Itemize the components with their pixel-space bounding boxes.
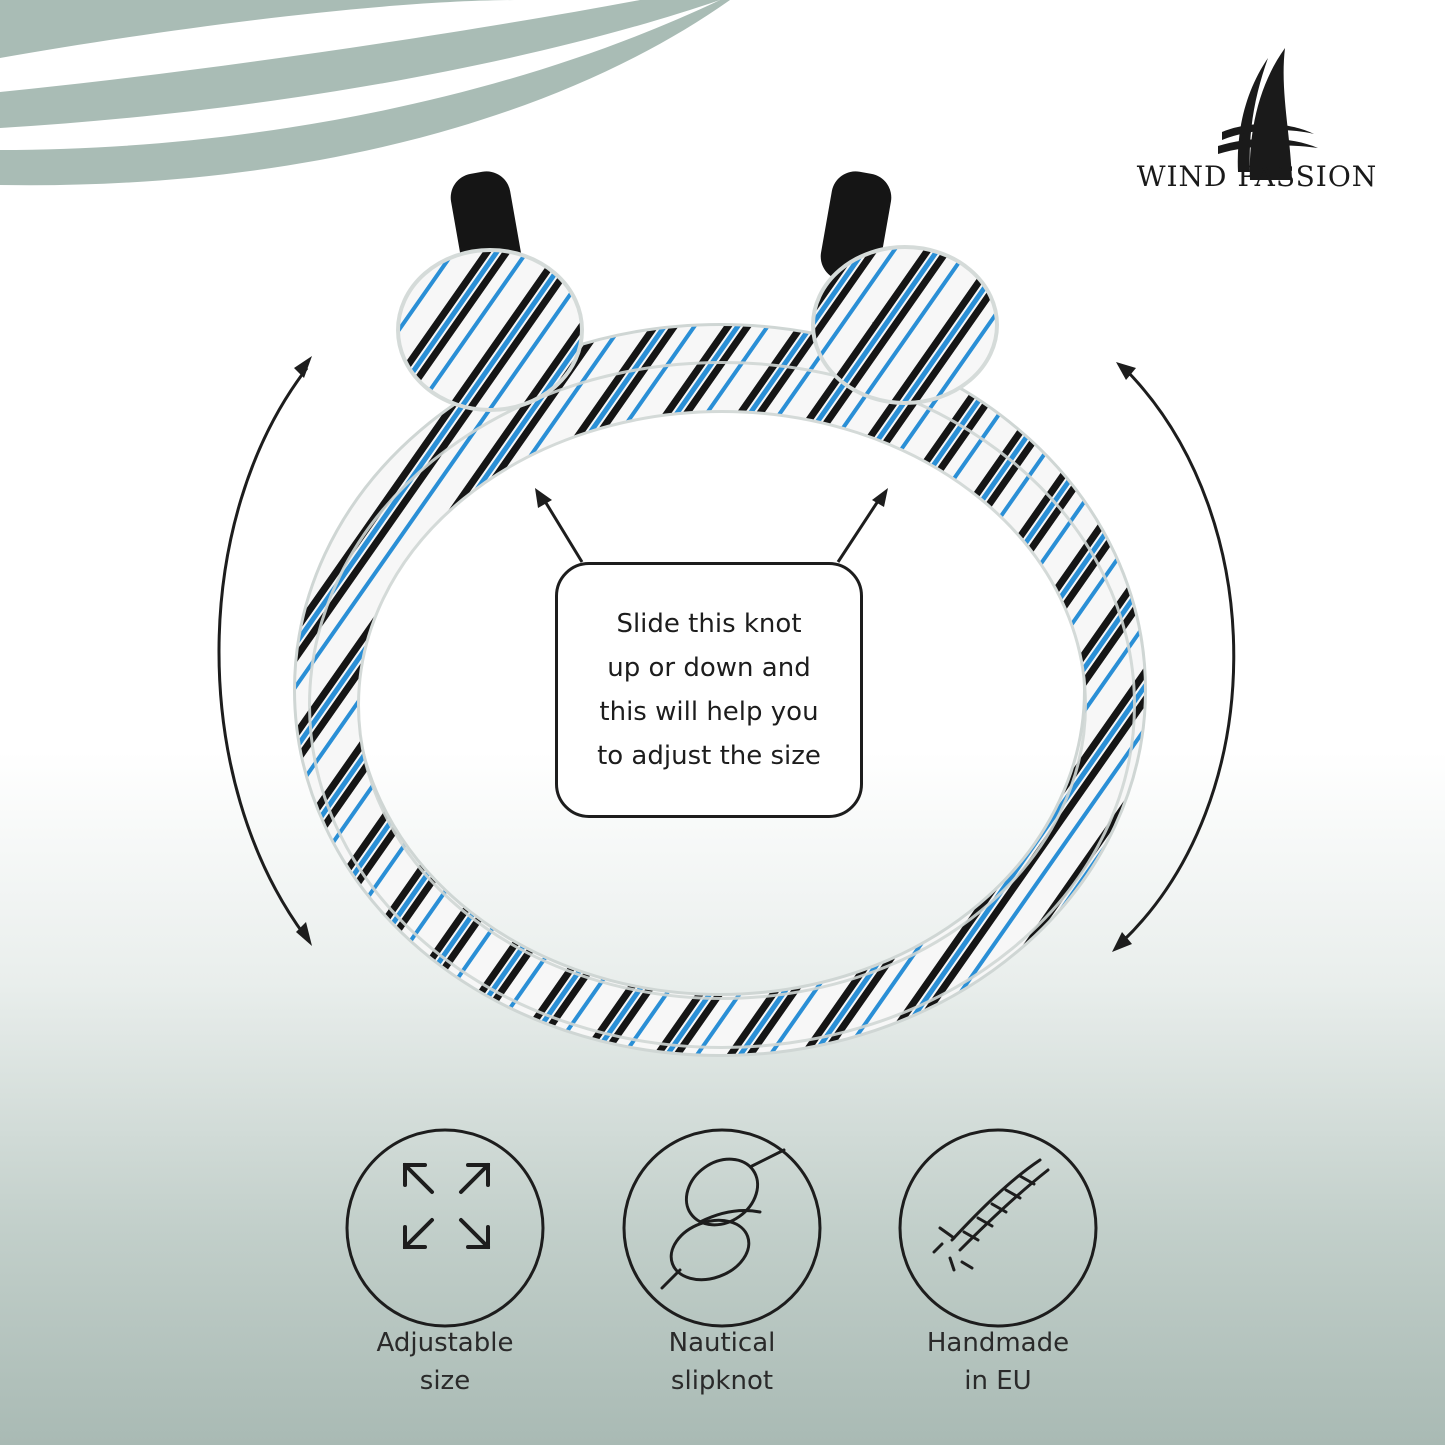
brand-name: WIND PASSION xyxy=(1136,160,1378,193)
expand-arrows-icon xyxy=(403,1163,490,1249)
feature-circle xyxy=(345,1128,545,1328)
feature-handmade-eu: Handmade in EU xyxy=(926,1328,1070,1396)
feature-nautical-slipknot: Nautical slipknot xyxy=(668,1328,776,1396)
callout-line: up or down and xyxy=(607,653,811,683)
callout-line: to adjust the size xyxy=(597,741,821,771)
callout-line: this will help you xyxy=(599,697,819,727)
callout-line: Slide this knot xyxy=(616,609,802,639)
feature-circle xyxy=(622,1128,822,1328)
size-callout: Slide this knot up or down and this will… xyxy=(555,562,863,818)
feature-circle xyxy=(898,1128,1098,1328)
feature-adjustable-size: Adjustable size xyxy=(376,1328,514,1396)
slipknot-icon xyxy=(660,1148,786,1290)
twisted-rope-icon xyxy=(932,1158,1050,1272)
